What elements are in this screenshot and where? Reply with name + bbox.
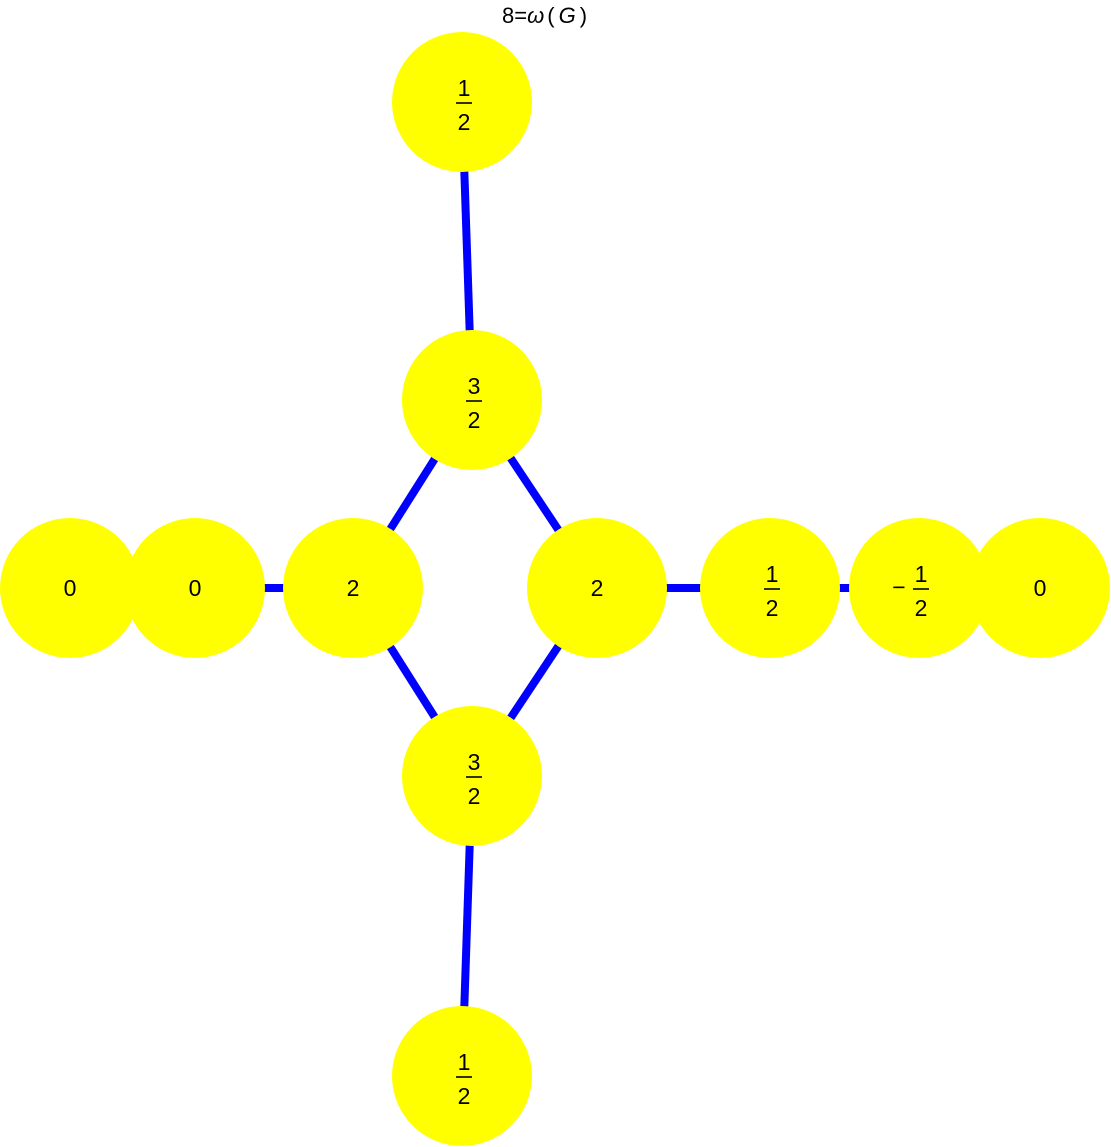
node-value: 0 <box>1034 575 1047 601</box>
node-value: 0 <box>189 575 202 601</box>
node-value: 2 <box>591 575 604 601</box>
node-right-1: 12 <box>700 518 840 658</box>
node-right-2: −1 2 <box>849 518 989 658</box>
title-prefix: 8= <box>502 3 527 28</box>
node-denominator: 2 <box>458 1083 471 1109</box>
node-numerator: 1 <box>458 75 471 101</box>
title-omega: ω <box>527 3 544 28</box>
node-numerator: 1 <box>766 561 779 587</box>
node-denominator: 2 <box>766 595 779 621</box>
node-left-hub: 2 <box>283 518 423 658</box>
node-circle <box>402 706 542 846</box>
node-lower-middle: 32 <box>402 706 542 846</box>
node-right-hub: 2 <box>527 518 667 658</box>
node-circle <box>849 518 989 658</box>
title-open-paren: ( <box>547 3 555 28</box>
node-left-outer: 0 <box>0 518 140 658</box>
node-circle <box>283 518 423 658</box>
title-close-paren: ) <box>580 3 587 28</box>
title-graph-symbol: G <box>559 3 576 28</box>
node-circle <box>700 518 840 658</box>
node-upper-middle: 32 <box>402 330 542 470</box>
node-value: 0 <box>64 575 77 601</box>
node-right-outer: 0 <box>970 518 1110 658</box>
node-circle <box>0 518 140 658</box>
node-numerator: 1 <box>458 1049 471 1075</box>
node-circle <box>402 330 542 470</box>
node-denominator: 2 <box>458 109 471 135</box>
node-top: 12 <box>392 32 532 172</box>
node-circle <box>392 1006 532 1146</box>
node-value: 2 <box>347 575 360 601</box>
node-numerator: 3 <box>468 373 481 399</box>
node-bottom: 12 <box>392 1006 532 1146</box>
node-circle <box>125 518 265 658</box>
node-circle <box>527 518 667 658</box>
node-numerator: 1 <box>915 561 928 587</box>
node-denominator: 2 <box>468 783 481 809</box>
node-denominator: 2 <box>468 407 481 433</box>
node-circle <box>392 32 532 172</box>
graph-title: 8=ω(G) <box>502 3 587 28</box>
node-numerator: 3 <box>468 749 481 775</box>
node-left-inner: 0 <box>125 518 265 658</box>
node-circle <box>970 518 1110 658</box>
node-denominator: 2 <box>915 595 928 621</box>
node-sign: − <box>892 574 905 600</box>
